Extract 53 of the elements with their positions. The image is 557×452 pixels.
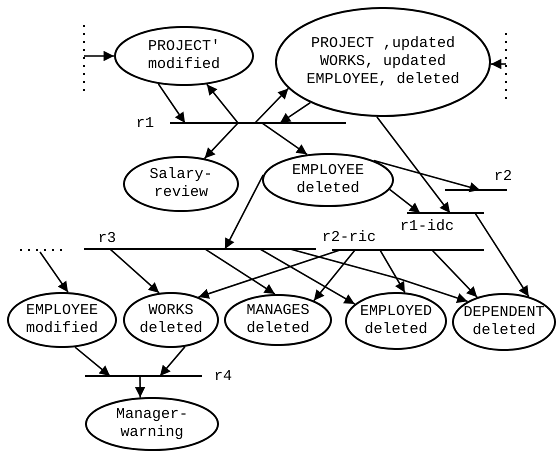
arrow [158, 83, 186, 124]
event-label: EMPLOYEE, deleted [306, 71, 460, 89]
arrow [376, 116, 451, 214]
event-ellipse [224, 294, 332, 346]
rule-label: r3 [98, 230, 116, 247]
event-ellipse [262, 153, 394, 207]
arrow [260, 248, 356, 305]
arrow [431, 249, 478, 298]
rule-label: r4 [214, 368, 232, 385]
arrow [290, 248, 468, 304]
arrow [280, 102, 311, 124]
arrow [262, 122, 308, 156]
arrow [490, 58, 506, 70]
arrow [254, 88, 289, 124]
arrow [39, 252, 69, 293]
rule-label: r1-idc [400, 218, 454, 235]
arrow [84, 50, 114, 62]
event-ellipse [452, 293, 556, 351]
event-ellipse [123, 292, 219, 348]
arrow [204, 122, 239, 159]
arrow [109, 248, 160, 294]
arrow [204, 248, 276, 295]
event-ellipse [114, 26, 254, 86]
event-label: PROJECT ,updated [310, 35, 456, 53]
event-ellipse [123, 156, 239, 212]
arrow [389, 188, 420, 214]
event-label: Salary-review [149, 166, 212, 202]
arrow [74, 346, 110, 377]
arrow [474, 212, 530, 297]
arrow [159, 346, 186, 377]
event-ellipse [345, 292, 447, 350]
event-label: MANAGES deleted [246, 302, 310, 338]
event-label: WORKS deleted [139, 302, 202, 338]
arrow [313, 250, 356, 302]
event-label: Manager-warning [116, 406, 188, 442]
arrow [224, 174, 264, 250]
rule-label: r2 [494, 168, 512, 185]
event-label: EMPLOYEE deleted [292, 162, 364, 198]
rule-label: r2-ric [322, 229, 376, 246]
arrow [379, 250, 406, 293]
arrow [198, 249, 340, 299]
event-ellipse [275, 7, 491, 117]
event-label: DEPENDENT deleted [463, 304, 544, 340]
arrow [206, 84, 239, 124]
arrow [134, 376, 146, 398]
event-label: EMPLOYED deleted [360, 303, 432, 339]
event-ellipse [85, 397, 219, 451]
event-label: PROJECT' modified [148, 38, 220, 74]
rule-label: r1 [136, 115, 154, 132]
arrow [374, 160, 480, 192]
event-label: WORKS, updated [320, 53, 446, 71]
event-ellipse [7, 292, 117, 348]
event-label: EMPLOYEE modified [26, 302, 98, 338]
